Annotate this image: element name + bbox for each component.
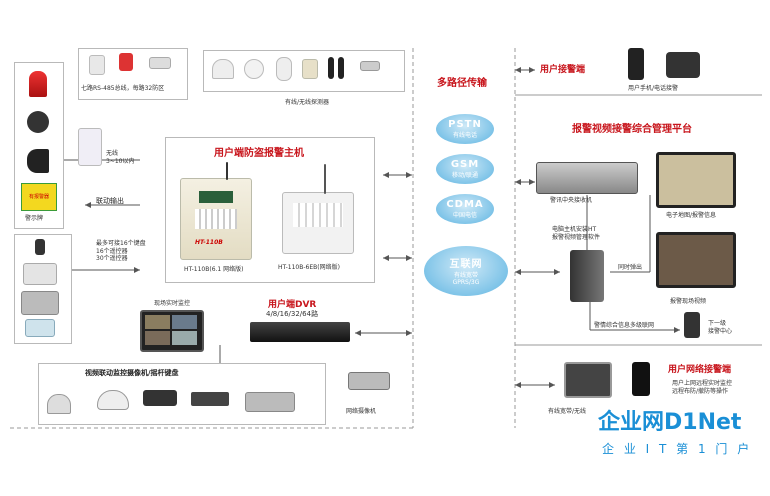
pstn-cloud: PSTN 有线电话 — [436, 114, 494, 144]
bullet-camera-icon — [143, 390, 177, 406]
net-camera-label: 网络摄像机 — [346, 408, 377, 415]
smoke-detector-icon — [244, 59, 264, 79]
gsm-cloud: GSM 移动/联通 — [436, 154, 494, 184]
detector-icon — [89, 55, 105, 75]
watermark-sub: 企 业 I T 第 1 门 户 — [602, 442, 753, 456]
warning-sign-icon: 有报警器 — [21, 183, 57, 211]
card-reader-icon — [25, 319, 55, 337]
laptop-icon — [564, 362, 612, 398]
antenna-icon — [324, 164, 326, 194]
alarm-label: 警示牌 — [25, 215, 44, 222]
next-center-label: 下一级 接警中心 — [708, 320, 733, 335]
desk-phone-icon — [666, 52, 700, 78]
central-receiver-device — [536, 162, 638, 194]
video-label: 报警现场视频 — [670, 298, 707, 305]
camera-panel-title: 视频联动监控摄像机/摇杆键盘 — [85, 369, 179, 377]
keyboard-note: 最多可接16个键盘 16个遥控器 30个遥控器 — [96, 240, 146, 262]
multi-level-label: 警情综合信息多级联网 — [594, 322, 655, 329]
detectors-panel — [203, 50, 405, 92]
magnetic-contact-icon — [360, 61, 380, 71]
bus-note: 七路RS-485总线，每路32防区 — [81, 85, 165, 92]
detectors-label: 有线/无线探测器 — [285, 99, 330, 106]
beam-detector-icon — [338, 57, 344, 79]
map-monitor-icon — [656, 152, 736, 208]
keyboards-panel — [14, 234, 72, 344]
pir-detector-icon — [212, 59, 234, 79]
dvr-device — [250, 322, 350, 342]
alarm-devices-panel: 有报警器 警示牌 — [14, 62, 64, 229]
host-a-label: HT-110B(6.1 网络版) — [184, 266, 244, 273]
camera-panel: 视频联动监控摄像机/摇杆键盘 — [38, 363, 326, 425]
net-alarm-title: 用户网络接警端 — [668, 365, 732, 375]
watermark-logo: 企业网D1Net — [598, 410, 742, 435]
multi-path-title: 多路径传输 — [437, 78, 487, 89]
wireless-note: 无线 3~10以内 — [106, 150, 135, 165]
host-b-label: HT-110B-6EB(网络版) — [278, 264, 340, 271]
software-label: 电脑主机安装HT 报警视频管理软件 — [552, 226, 601, 241]
horn-speaker-icon — [27, 111, 49, 133]
host-panel: 用户端防盗报警主机 HT-110B HT-110B(6.1 网络版) HT-11… — [165, 137, 375, 283]
platform-title: 报警视频接警综合管理平台 — [572, 124, 692, 135]
magnetic-contact-icon — [149, 57, 171, 69]
dvr-channels: 4/8/16/32/64路 — [266, 310, 319, 318]
keypad-icon — [21, 291, 59, 315]
laptop-label: 有线宽带/无线 — [548, 408, 587, 415]
monitor-icon — [140, 310, 204, 352]
beam-detector-icon — [328, 57, 334, 79]
net-alarm-desc: 用户上网远程实时监控 远程布防/撤防等操作 — [672, 380, 733, 395]
mobile-phone-icon — [628, 48, 644, 80]
cdma-cloud: CDMA 中国电信 — [436, 194, 494, 224]
alarm-host-a: HT-110B — [180, 178, 252, 260]
alarm-host-b — [282, 192, 354, 254]
monitor-label: 现场实时监控 — [154, 300, 191, 307]
phone-label: 用户手机/电话接警 — [628, 85, 679, 92]
strobe-siren-icon — [29, 71, 47, 97]
motion-sensor-icon — [276, 57, 292, 81]
user-alarm-title: 用户接警端 — [540, 65, 586, 75]
wireless-detector-icon — [78, 128, 102, 166]
video-monitor-icon — [656, 232, 736, 288]
sync-label: 同时弹出 — [618, 264, 643, 271]
antenna-icon — [226, 162, 228, 180]
box-camera-icon — [191, 392, 229, 406]
smartphone-icon — [632, 362, 650, 396]
dome-camera-icon — [47, 394, 71, 414]
next-center-pc-icon — [684, 312, 700, 338]
panic-button-icon — [302, 59, 318, 79]
receiver-label: 警讯中央接收机 — [550, 197, 593, 204]
keyboard-icon — [23, 263, 57, 285]
remote-control-icon — [35, 239, 45, 255]
pc-tower-icon — [570, 250, 604, 302]
host-title: 用户端防盗报警主机 — [214, 148, 304, 159]
internet-cloud: 互联网 有线宽带 GPRS/3G — [424, 246, 508, 296]
linkage-label: 联动输出 — [96, 197, 124, 205]
bus-detectors-panel: 七路RS-485总线，每路32防区 — [78, 48, 188, 100]
dome-camera-icon — [97, 390, 129, 410]
siren-red-icon — [119, 53, 133, 71]
network-camera-icon — [348, 372, 390, 390]
map-label: 电子地图/报警信息 — [666, 212, 717, 219]
ptz-joystick-icon — [245, 392, 295, 412]
dvr-title: 用户端DVR — [268, 300, 317, 310]
siren-icon — [27, 149, 49, 173]
